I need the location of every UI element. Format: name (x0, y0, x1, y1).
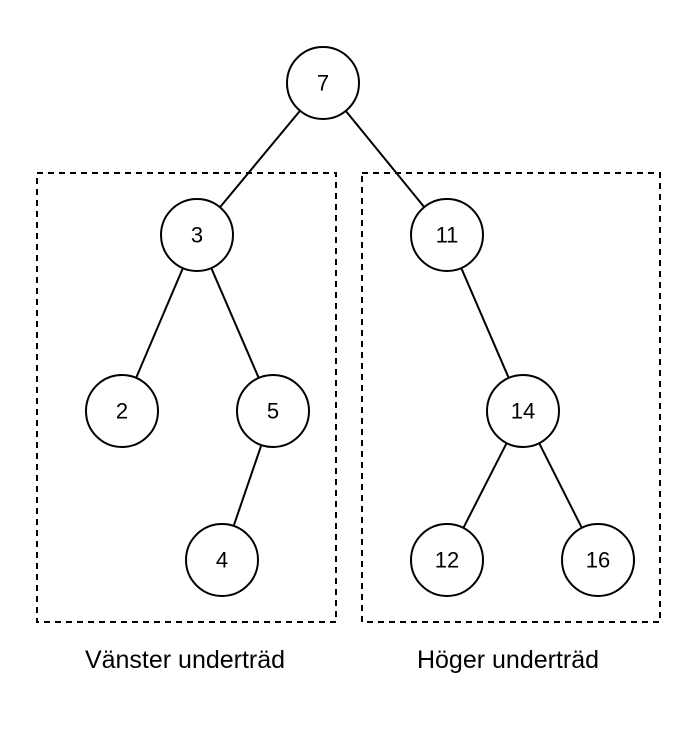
right-subtree-box (361, 172, 661, 623)
node-label: 16 (586, 548, 610, 573)
node-circle (185, 523, 259, 597)
node-label: 11 (436, 223, 459, 248)
node-circle (286, 46, 360, 120)
right-subtree-caption: Höger underträd (416, 646, 600, 674)
node-circle (236, 374, 310, 448)
node-circle (410, 198, 484, 272)
edges (135, 110, 583, 529)
node-circle (561, 523, 635, 597)
node-label: 3 (191, 223, 203, 248)
tree-node-3: 3 (160, 198, 234, 272)
node-circle (410, 523, 484, 597)
node-label: 12 (435, 548, 459, 573)
node-label: 7 (317, 71, 329, 96)
node-label: 14 (511, 399, 535, 424)
edge-n7-n11 (344, 110, 426, 208)
nodes: 7 3 11 2 5 4 14 12 16 (85, 46, 635, 597)
edge-n14-n12 (462, 442, 508, 529)
node-label: 2 (116, 399, 128, 424)
tree-node-14: 14 (486, 374, 560, 448)
tree-node-11: 11 (410, 198, 484, 272)
node-label: 5 (267, 399, 279, 424)
edge-n5-n4 (232, 444, 263, 527)
edge-n3-n2 (135, 267, 184, 379)
tree-node-16: 16 (561, 523, 635, 597)
left-subtree-caption: Vänster underträd (84, 646, 286, 674)
tree-node-2: 2 (85, 374, 159, 448)
tree-node-4: 4 (185, 523, 259, 597)
node-circle (85, 374, 159, 448)
node-circle (486, 374, 560, 448)
tree-node-7: 7 (286, 46, 360, 120)
node-circle (160, 198, 234, 272)
node-label: 4 (216, 548, 228, 573)
tree-node-5: 5 (236, 374, 310, 448)
edge-n14-n16 (538, 442, 583, 529)
edge-n3-n5 (210, 267, 260, 379)
edge-n7-n3 (219, 110, 301, 208)
tree-node-12: 12 (410, 523, 484, 597)
edge-n11-n14 (460, 267, 510, 379)
